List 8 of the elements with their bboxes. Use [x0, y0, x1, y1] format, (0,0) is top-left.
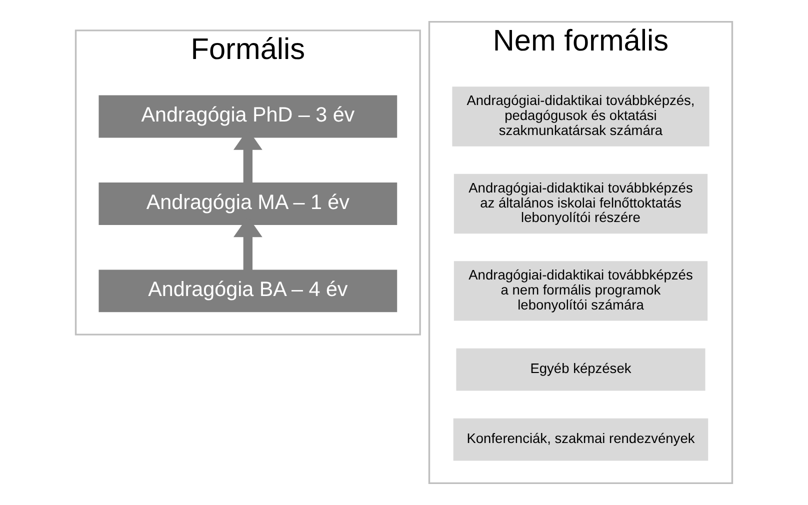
node-box: Andragógia PhD – 3 év [98, 95, 398, 138]
node-box: Andragógiai-didaktikai továbbképzés, pedagógusok és oktatási szakmunkatársak számára [452, 86, 710, 146]
node-box: Andragógiai-didaktikai továbbképzés a nem formális programok lebonyolítói számára [454, 261, 708, 321]
node-box: Andragógia MA – 1 év [98, 182, 398, 225]
node-box: Andragógiai-didaktikai továbbképzés az általános iskolai felnőttoktatás lebonyolítói részére [454, 174, 708, 234]
node-box: Egyéb képzések [456, 348, 706, 391]
node-box: Andragógia BA – 4 év [98, 270, 398, 312]
node-box: Konferenciák, szakmai rendezvények [453, 418, 708, 461]
